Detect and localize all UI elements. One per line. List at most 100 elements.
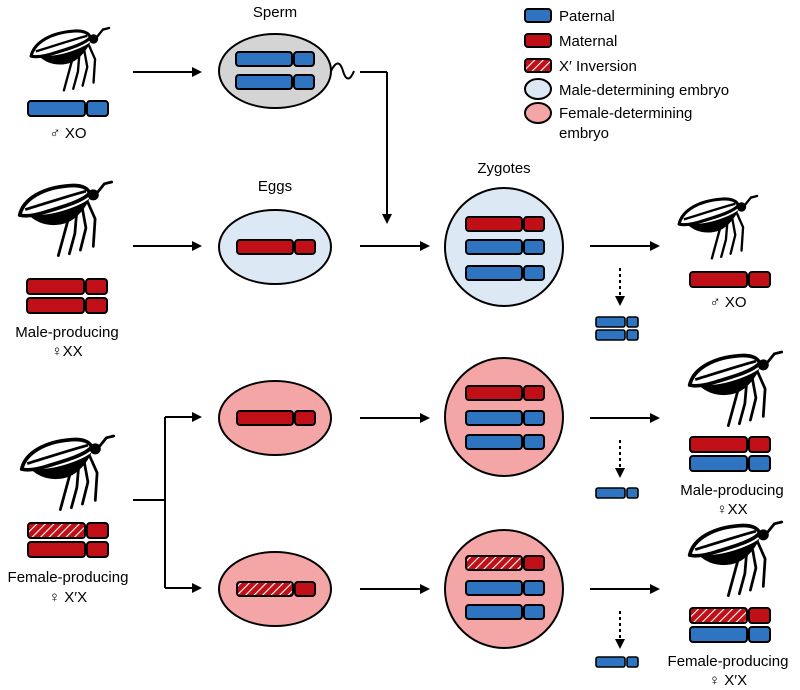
chromosome-paternal bbox=[465, 410, 523, 426]
zygote-female-x bbox=[444, 357, 564, 477]
chromosome-maternal-tip bbox=[85, 297, 108, 314]
zygotes-label: Zygotes bbox=[477, 160, 530, 177]
chromosome-maternal bbox=[465, 385, 523, 401]
chromosome-maternal bbox=[689, 271, 748, 288]
legend-paternal: Paternal bbox=[559, 8, 615, 25]
sperm-head bbox=[218, 33, 332, 109]
chromosome-maternal bbox=[236, 239, 294, 255]
legend-inversion: X′ Inversion bbox=[559, 58, 637, 75]
chromosome-paternal bbox=[595, 329, 626, 341]
chromosome-inversion bbox=[27, 522, 86, 539]
chromosome-paternal-tip bbox=[523, 265, 545, 281]
eggs-label: Eggs bbox=[258, 178, 292, 195]
chromosome-maternal bbox=[26, 278, 85, 295]
fly-icon bbox=[17, 180, 114, 258]
chromosome-maternal bbox=[689, 436, 748, 453]
chromosome-paternal-tip bbox=[523, 410, 545, 426]
parent-male-producing-label-2: ♀XX bbox=[51, 343, 82, 360]
chromosome-maternal-tip bbox=[86, 541, 109, 558]
chromosome-paternal bbox=[465, 434, 523, 450]
chromosome-maternal-tip bbox=[748, 271, 771, 288]
offspring-male-producing-female: Male-producing ♀XX bbox=[680, 350, 784, 518]
fly-icon bbox=[687, 520, 784, 598]
legend-swatch-male-embryo bbox=[524, 78, 552, 100]
chromosome-maternal-tip bbox=[523, 555, 545, 571]
offspring-male-producing-label-1: Male-producing bbox=[680, 482, 783, 499]
parent-male: ♂ XO bbox=[27, 26, 111, 142]
chromosome-paternal bbox=[235, 74, 293, 90]
chromosome-paternal-tip bbox=[86, 100, 109, 117]
zygote-female-xprime bbox=[444, 529, 564, 649]
chromosome-paternal-tip bbox=[626, 487, 639, 499]
parent-female-producing-female: Female-producing ♀ X′X bbox=[8, 434, 129, 606]
egg-female-determining-xprime bbox=[218, 551, 332, 627]
parent-male-producing-label-1: Male-producing bbox=[15, 324, 118, 341]
parent-male-producing-female: Male-producing ♀XX bbox=[15, 180, 119, 360]
chromosome-maternal bbox=[26, 297, 85, 314]
chromosome-paternal-tip bbox=[748, 455, 771, 472]
offspring-male-label: ♂ XO bbox=[709, 294, 746, 311]
eliminated-chromosome-female-x bbox=[595, 440, 639, 499]
chromosome-maternal bbox=[236, 410, 294, 426]
legend-female-embryo-1: Female-determining bbox=[559, 105, 692, 122]
chromosome-maternal-tip bbox=[523, 216, 545, 232]
chromosome-paternal bbox=[27, 100, 86, 117]
chromosome-paternal-tip bbox=[626, 316, 639, 328]
zygote-male bbox=[444, 187, 564, 307]
egg-female-determining-x bbox=[218, 380, 332, 456]
chromosome-maternal-tip bbox=[86, 522, 109, 539]
parent-female-producing-label-1: Female-producing bbox=[8, 569, 129, 586]
chromosome-paternal-tip bbox=[523, 580, 545, 596]
legend-maternal: Maternal bbox=[559, 33, 617, 50]
chromosome-paternal bbox=[465, 265, 523, 281]
chromosome-paternal bbox=[689, 455, 748, 472]
chromosome-maternal bbox=[27, 541, 86, 558]
legend-swatch-maternal bbox=[524, 33, 552, 48]
chromosome-paternal-tip bbox=[626, 329, 639, 341]
chromosome-paternal bbox=[465, 239, 523, 255]
chromosome-maternal-tip bbox=[294, 410, 316, 426]
chromosome-paternal bbox=[465, 580, 523, 596]
legend-female-embryo-2: embryo bbox=[559, 125, 609, 142]
fly-icon bbox=[19, 434, 116, 512]
offspring-male-producing-label-2: ♀XX bbox=[716, 501, 747, 518]
parent-female-producing-label-2: ♀ X′X bbox=[49, 589, 87, 606]
parent-male-label: ♂ XO bbox=[49, 125, 86, 142]
chromosome-maternal-tip bbox=[85, 278, 108, 295]
chromosome-maternal-tip bbox=[294, 239, 316, 255]
offspring-female-producing-female: Female-producing ♀ X′X bbox=[668, 520, 789, 689]
chromosome-paternal-tip bbox=[523, 434, 545, 450]
chromosome-maternal-tip bbox=[748, 436, 771, 453]
chromosome-maternal bbox=[465, 216, 523, 232]
legend-swatch-inversion bbox=[524, 58, 552, 73]
chromosome-inversion bbox=[236, 581, 294, 597]
chromosome-paternal-tip bbox=[523, 604, 545, 620]
chromosome-paternal-tip bbox=[293, 74, 315, 90]
legend: Paternal Maternal X′ Inversion Male-dete… bbox=[524, 8, 729, 142]
chromosome-maternal-tip bbox=[748, 607, 771, 624]
chromosome-paternal bbox=[465, 604, 523, 620]
chromosome-inversion bbox=[465, 555, 523, 571]
offspring-male: ♂ XO bbox=[677, 194, 771, 311]
chromosome-paternal-tip bbox=[626, 656, 639, 668]
eliminated-chromosome-female-xprime bbox=[595, 611, 639, 668]
chromosome-maternal-tip bbox=[523, 385, 545, 401]
sperm-to-zygote-arrow bbox=[360, 71, 392, 224]
chromosome-maternal-tip bbox=[294, 581, 316, 597]
fly-icon bbox=[677, 194, 759, 260]
fly-icon bbox=[687, 350, 784, 428]
chromosome-paternal bbox=[595, 316, 626, 328]
chromosome-paternal bbox=[595, 487, 626, 499]
chromosome-paternal bbox=[595, 656, 626, 668]
chromosome-paternal bbox=[235, 51, 293, 67]
egg-male-determining bbox=[218, 209, 332, 285]
chromosome-paternal-tip bbox=[523, 239, 545, 255]
branch-arrow bbox=[133, 412, 202, 593]
offspring-female-producing-label-1: Female-producing bbox=[668, 653, 789, 670]
legend-swatch-female-embryo bbox=[524, 102, 552, 124]
fly-icon bbox=[29, 26, 111, 92]
sperm-label: Sperm bbox=[253, 4, 297, 21]
offspring-female-producing-label-2: ♀ X′X bbox=[709, 672, 747, 689]
legend-swatch-paternal bbox=[524, 8, 552, 23]
